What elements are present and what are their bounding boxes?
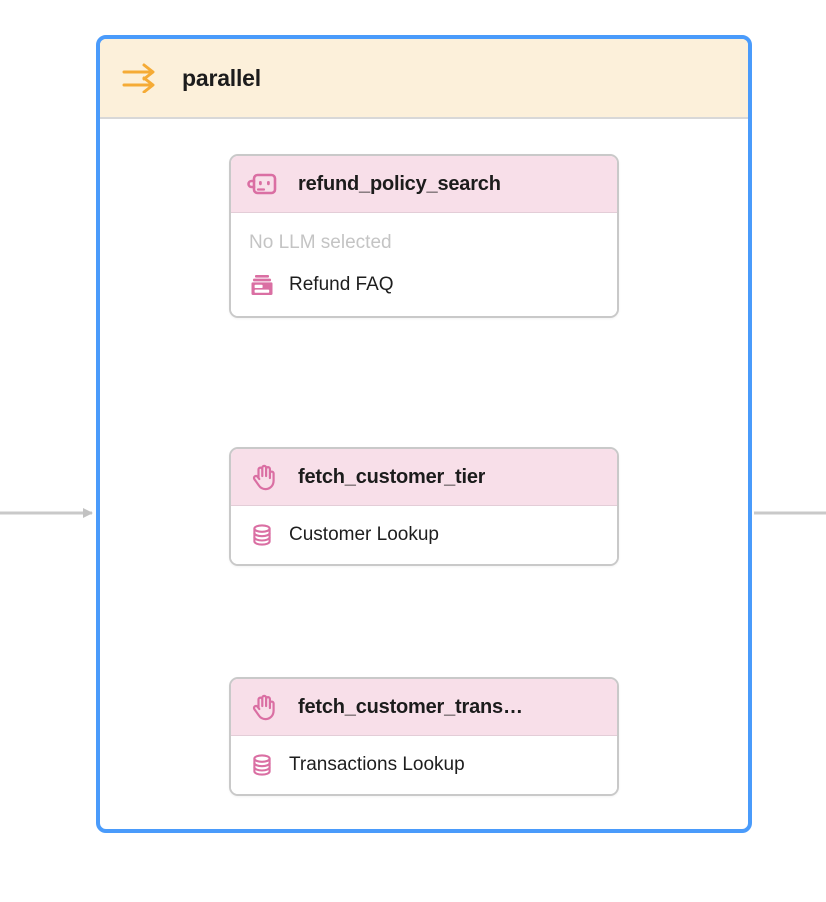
node-header[interactable]: fetch_customer_tier bbox=[231, 449, 617, 506]
node-header[interactable]: fetch_customer_trans… bbox=[231, 679, 617, 736]
robot-face-icon bbox=[247, 168, 279, 200]
parallel-group-container[interactable]: parallel refund_policy_search No LLM sel… bbox=[96, 35, 752, 833]
node-tool-row[interactable]: Refund FAQ bbox=[249, 268, 599, 300]
parallel-arrows-icon bbox=[122, 63, 158, 94]
hand-icon bbox=[247, 691, 279, 723]
node-title: refund_policy_search bbox=[298, 172, 501, 195]
parallel-group-title: parallel bbox=[182, 64, 261, 91]
node-card-fetch-customer-tier[interactable]: fetch_customer_tier Customer Lookup bbox=[229, 447, 619, 566]
hand-icon bbox=[247, 461, 279, 493]
node-tool-row[interactable]: Customer Lookup bbox=[249, 518, 599, 550]
node-body: Customer Lookup bbox=[231, 506, 617, 564]
node-body: Transactions Lookup bbox=[231, 736, 617, 794]
database-icon bbox=[249, 522, 275, 548]
archive-box-icon bbox=[249, 272, 275, 298]
node-title: fetch_customer_trans… bbox=[298, 695, 523, 718]
parallel-group-header[interactable]: parallel bbox=[100, 39, 748, 119]
node-tool-label: Transactions Lookup bbox=[289, 754, 465, 775]
node-card-fetch-customer-transactions[interactable]: fetch_customer_trans… Transactions Looku… bbox=[229, 677, 619, 796]
node-body: No LLM selected Refund FAQ bbox=[231, 213, 617, 316]
database-icon bbox=[249, 752, 275, 778]
node-title: fetch_customer_tier bbox=[298, 465, 486, 488]
node-tool-row[interactable]: Transactions Lookup bbox=[249, 748, 599, 780]
node-header[interactable]: refund_policy_search bbox=[231, 156, 617, 213]
node-tool-label: Customer Lookup bbox=[289, 524, 439, 545]
node-card-refund-policy-search[interactable]: refund_policy_search No LLM selected bbox=[229, 154, 619, 318]
node-llm-status: No LLM selected bbox=[249, 232, 392, 253]
node-tool-label: Refund FAQ bbox=[289, 273, 394, 295]
